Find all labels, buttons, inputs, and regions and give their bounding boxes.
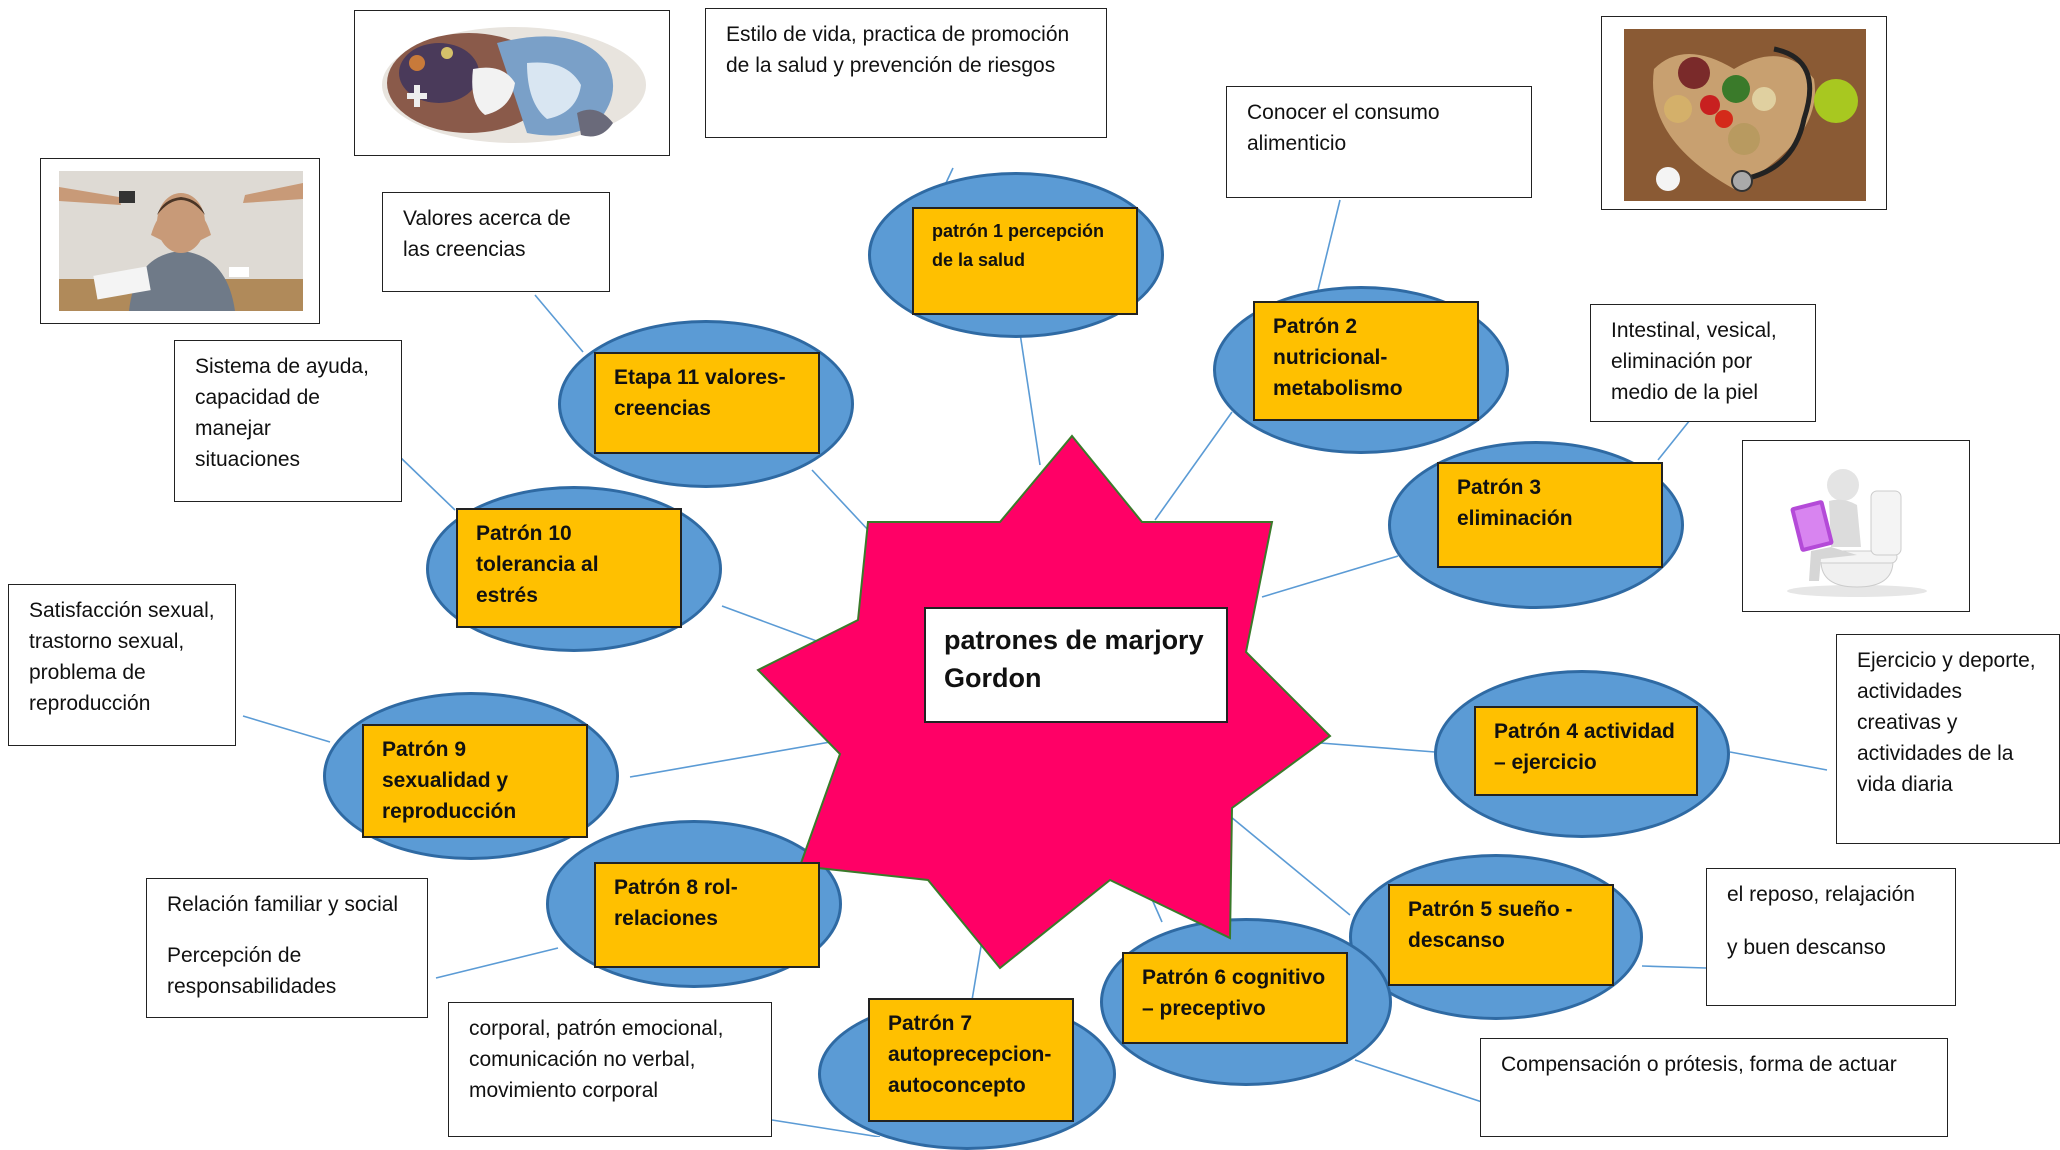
note-p2: Conocer el consumo alimenticio: [1226, 86, 1532, 198]
center-title-box: patrones de marjory Gordon: [924, 607, 1228, 723]
connector-note-p2: [1317, 199, 1341, 291]
stressed-man-icon: [59, 171, 303, 311]
note-p8: Relación familiar y social Percepción de…: [146, 878, 428, 1018]
connector-note-p5: [1641, 965, 1707, 969]
note-p1: Estilo de vida, practica de promoción de…: [705, 8, 1107, 138]
connector-p1-center: [1017, 319, 1041, 466]
pattern-label-p9: Patrón 9 sexualidad y reproducción: [362, 724, 588, 838]
note-p10: Sistema de ayuda, capacidad de manejar s…: [174, 340, 402, 502]
note-p6: Compensación o prótesis, forma de actuar: [1480, 1038, 1948, 1137]
note-p11: Valores acerca de las creencias: [382, 192, 610, 292]
pattern-label-p3: Patrón 3 eliminación: [1437, 462, 1663, 568]
connector-note-p7: [771, 1119, 881, 1137]
elimination-image: [1742, 440, 1970, 612]
connector-p2-center: [1154, 411, 1233, 521]
nutrition-image: [1601, 16, 1887, 210]
note-p7: corporal, patrón emocional, comunicación…: [448, 1002, 772, 1137]
center-title: patrones de marjory Gordon: [944, 625, 1204, 693]
connector-note-p9: [242, 715, 331, 743]
connector-p3-center: [1261, 555, 1399, 598]
note-p5: el reposo, relajación y buen descanso: [1706, 868, 1956, 1006]
note-p3: Intestinal, vesical, eliminación por med…: [1590, 304, 1816, 422]
connector-note-p10: [399, 456, 456, 511]
connector-note-p8: [435, 947, 559, 979]
pattern-label-p4: Patrón 4 actividad – ejercicio: [1474, 706, 1698, 796]
note-p5-line1: el reposo, relajación: [1727, 883, 1915, 906]
note-p5-line2: y buen descanso: [1727, 936, 1886, 959]
pattern-label-p7: Patrón 7 autoprecepcion-autoconcepto: [868, 998, 1074, 1122]
note-p9: Satisfacción sexual, trastorno sexual, p…: [8, 584, 236, 746]
beliefs-image: [354, 10, 670, 156]
note-p4: Ejercicio y deporte, actividades creativ…: [1836, 634, 2060, 844]
pattern-label-p6: Patrón 6 cognitivo – preceptivo: [1122, 952, 1348, 1044]
connector-note-p11: [534, 294, 584, 353]
pattern-label-p11: Etapa 11 valores-creencias: [594, 352, 820, 454]
note-p8-line1: Relación familiar y social: [167, 893, 399, 916]
connector-note-p6: [1354, 1059, 1483, 1103]
faces-collage-icon: [382, 27, 646, 143]
connector-note-p4: [1729, 751, 1828, 771]
person-on-toilet-icon: [1761, 451, 1953, 601]
pattern-label-p10: Patrón 10 tolerancia al estrés: [456, 508, 682, 628]
connector-p5-center: [1224, 811, 1351, 916]
pattern-label-p2: Patrón 2 nutricional-metabolismo: [1253, 301, 1479, 421]
note-p8-line2: Percepción de responsabilidades: [167, 944, 337, 998]
connector-note-p3: [1657, 419, 1691, 461]
pattern-label-p1: patrón 1 percepción de la salud: [912, 207, 1138, 315]
connector-p11-center: [811, 469, 871, 533]
pattern-label-p5: Patrón 5 sueño - descanso: [1388, 884, 1614, 986]
stress-image: [40, 158, 320, 324]
pattern-label-p8: Patrón 8 rol-relaciones: [594, 862, 820, 968]
food-and-stethoscope-icon: [1624, 29, 1866, 201]
